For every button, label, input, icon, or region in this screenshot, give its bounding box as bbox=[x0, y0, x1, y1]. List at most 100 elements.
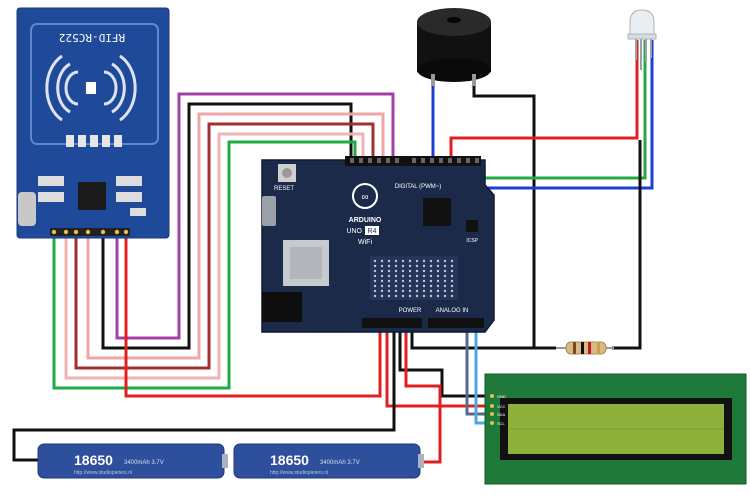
reset-label: RESET bbox=[274, 186, 294, 192]
led-matrix-dot bbox=[450, 269, 454, 273]
led-matrix-dot bbox=[401, 269, 405, 273]
led-matrix-dot bbox=[408, 274, 412, 278]
led-matrix-dot bbox=[394, 284, 398, 288]
lcd-display-icon: GND VCC SDA SCL bbox=[484, 373, 747, 485]
battery-2-capacity: 3400mAh 3.7V bbox=[320, 460, 360, 466]
led-matrix-dot bbox=[408, 264, 412, 268]
lcd-pin-vcc: VCC bbox=[497, 404, 506, 409]
led-matrix-dot bbox=[380, 284, 384, 288]
led-matrix-dot bbox=[408, 294, 412, 298]
wire-purple bbox=[115, 92, 395, 340]
led-matrix-dot bbox=[408, 259, 412, 263]
led-matrix-dot bbox=[373, 294, 377, 298]
led-matrix-dot bbox=[401, 259, 405, 263]
board-model-wifi: WiFi bbox=[358, 239, 372, 246]
led-matrix-dot bbox=[401, 284, 405, 288]
led-matrix-dot bbox=[408, 279, 412, 283]
led-matrix-dot bbox=[394, 259, 398, 263]
led-matrix-dot bbox=[394, 264, 398, 268]
led-matrix-dot bbox=[380, 274, 384, 278]
led-matrix-dot bbox=[436, 269, 440, 273]
led-matrix-dot bbox=[443, 289, 447, 293]
led-matrix-dot bbox=[443, 284, 447, 288]
led-matrix-dot bbox=[415, 279, 419, 283]
wire-green-led bbox=[464, 40, 647, 180]
led-matrix-dot bbox=[408, 284, 412, 288]
led-matrix-dot bbox=[380, 294, 384, 298]
led-matrix-dot bbox=[380, 289, 384, 293]
wire-red-rfid bbox=[124, 232, 382, 398]
wire-black-led bbox=[612, 140, 642, 350]
led-matrix-dot bbox=[436, 259, 440, 263]
led-matrix-dot bbox=[373, 264, 377, 268]
led-matrix-dot bbox=[443, 294, 447, 298]
led-matrix-dot bbox=[380, 269, 384, 273]
led-matrix-dot bbox=[415, 289, 419, 293]
battery-1-capacity: 3400mAh 3.7V bbox=[124, 460, 164, 466]
led-matrix-dot bbox=[373, 269, 377, 273]
led-matrix-dot bbox=[373, 259, 377, 263]
led-matrix-dot bbox=[422, 284, 426, 288]
board-model-uno: UNO bbox=[346, 228, 362, 235]
led-matrix-dot bbox=[394, 274, 398, 278]
led-matrix-dot bbox=[394, 279, 398, 283]
led-matrix-dot bbox=[422, 259, 426, 263]
lcd-pin-gnd: GND bbox=[497, 394, 506, 399]
battery-icon: 18650 3400mAh 3.7V http://www.studiopiet… bbox=[37, 443, 228, 479]
wire-black-battery bbox=[12, 325, 396, 462]
led-matrix-dot bbox=[436, 294, 440, 298]
battery-1-footer: http://www.studiopieters.nl bbox=[74, 470, 132, 476]
led-matrix-dot bbox=[429, 259, 433, 263]
led-matrix-dot bbox=[380, 279, 384, 283]
led-matrix-dot bbox=[450, 274, 454, 278]
battery-2-footer: http://www.studiopieters.nl bbox=[270, 470, 328, 476]
battery-icon: 18650 3400mAh 3.7V http://www.studiopiet… bbox=[233, 443, 424, 479]
resistor-icon bbox=[556, 341, 614, 355]
buzzer-icon bbox=[417, 8, 491, 86]
wire-black-lcd bbox=[398, 325, 497, 398]
led-matrix-dot bbox=[415, 284, 419, 288]
led-matrix-dot bbox=[422, 294, 426, 298]
led-matrix-dot bbox=[415, 259, 419, 263]
led-matrix-dot bbox=[401, 264, 405, 268]
rgb-led-icon bbox=[627, 9, 657, 70]
led-matrix-dot bbox=[450, 284, 454, 288]
wire-red-battery bbox=[404, 330, 442, 464]
led-matrix-dot bbox=[408, 269, 412, 273]
led-matrix-dot bbox=[429, 294, 433, 298]
led-matrix-dot bbox=[415, 269, 419, 273]
led-matrix-dot bbox=[429, 284, 433, 288]
rfid-label: RFID-RC522 bbox=[59, 31, 125, 44]
board-model-r4: R4 bbox=[368, 228, 377, 235]
wire-maroon bbox=[74, 122, 375, 370]
analog-header-label: ANALOG IN bbox=[436, 308, 469, 314]
battery-2-model: 18650 bbox=[270, 452, 309, 468]
led-matrix-dot bbox=[415, 294, 419, 298]
led-matrix-dot bbox=[450, 264, 454, 268]
led-matrix-dot bbox=[436, 279, 440, 283]
led-matrix-dot bbox=[401, 274, 405, 278]
led-matrix-dot bbox=[387, 264, 391, 268]
led-matrix-dot bbox=[380, 264, 384, 268]
lcd-pin-scl: SCL bbox=[497, 421, 506, 426]
power-header-label: POWER bbox=[399, 308, 422, 314]
led-matrix-dot bbox=[436, 289, 440, 293]
board-brand: ARDUINO bbox=[349, 217, 382, 224]
digital-header-label: DIGITAL (PWM~) bbox=[395, 184, 442, 190]
led-matrix-dot bbox=[436, 284, 440, 288]
led-matrix-dot bbox=[394, 289, 398, 293]
led-matrix-dot bbox=[450, 259, 454, 263]
led-matrix-dot bbox=[401, 289, 405, 293]
led-matrix-dot bbox=[429, 289, 433, 293]
led-matrix-dot bbox=[422, 264, 426, 268]
led-matrix-dot bbox=[436, 274, 440, 278]
led-matrix-dot bbox=[380, 259, 384, 263]
led-matrix-dot bbox=[450, 279, 454, 283]
led-matrix-dot bbox=[429, 274, 433, 278]
led-matrix-dot bbox=[394, 269, 398, 273]
arduino-board-icon: DIGITAL (PWM~) RESET ∞ ARDUINO UNO R4 Wi… bbox=[261, 156, 495, 333]
led-matrix-dot bbox=[422, 279, 426, 283]
led-matrix-dot bbox=[401, 279, 405, 283]
